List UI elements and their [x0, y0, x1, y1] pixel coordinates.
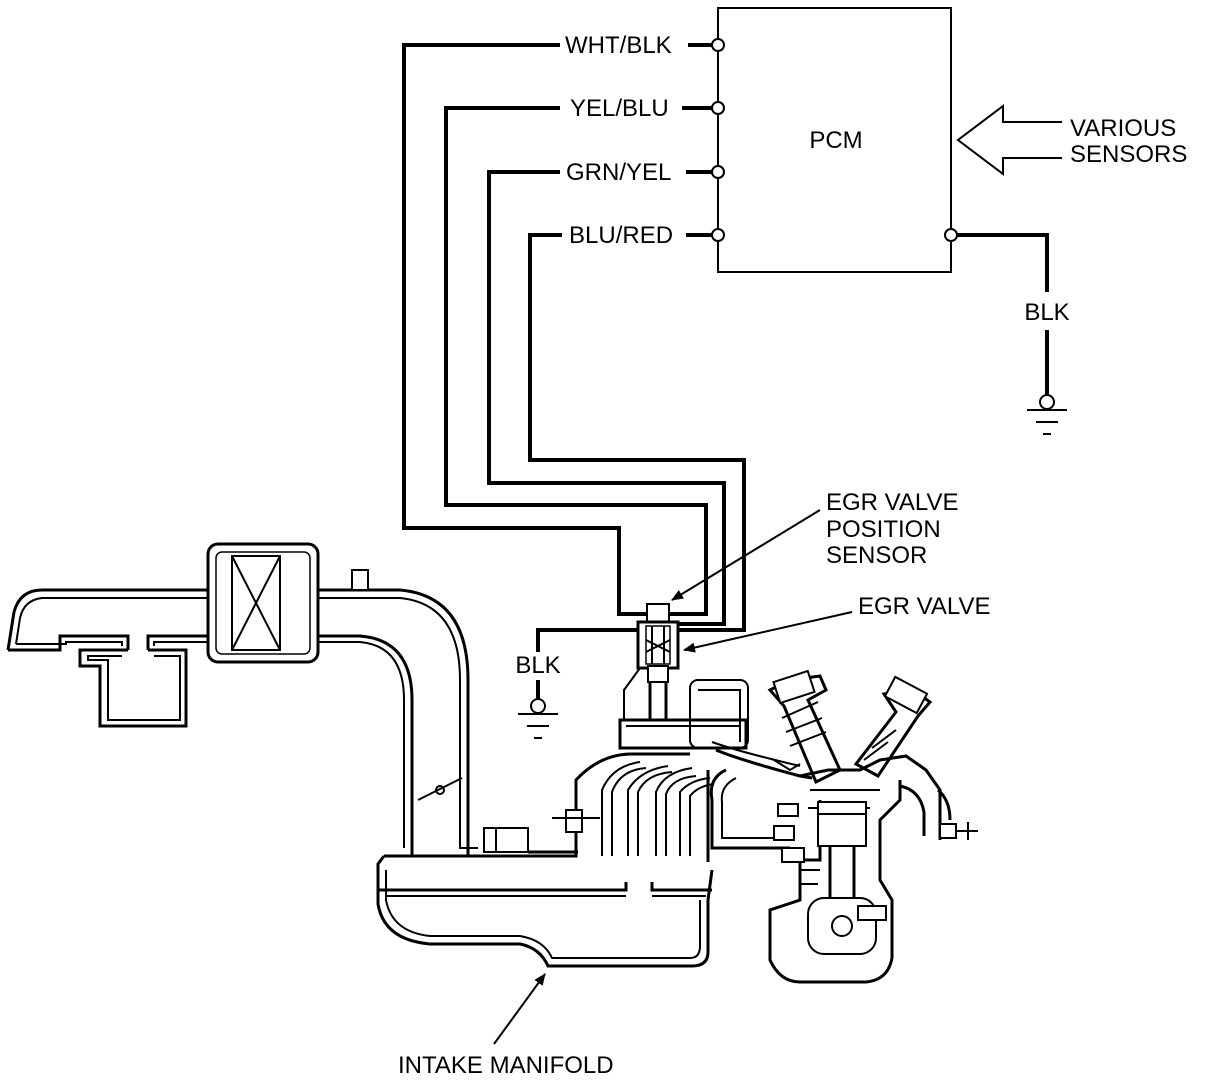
- pcm-pin-ground: [944, 228, 958, 242]
- intake-manifold-leader: [493, 973, 546, 1045]
- intake-manifold-label: INTAKE MANIFOLD: [398, 1052, 614, 1079]
- wire-yel-blu: [444, 106, 708, 616]
- wire-label-blk-valve: BLK: [515, 652, 560, 679]
- egr-valve: [623, 603, 680, 720]
- wire-wht-blk: [402, 43, 648, 616]
- egr-sensor-label-1: EGR VALVE: [826, 489, 959, 516]
- wire-label-yel-blu: YEL/BLU: [570, 95, 669, 122]
- pcm-label: PCM: [809, 127, 862, 154]
- wire-blk-valve: [536, 628, 640, 652]
- pcm-box: [717, 7, 952, 273]
- various-sensors-label-1: VARIOUS: [1070, 115, 1176, 142]
- various-sensors-arrow: [956, 103, 1062, 177]
- air-cleaner-assembly: [6, 542, 578, 858]
- pcm-pin-2: [711, 101, 725, 115]
- wire-label-grn-yel: GRN/YEL: [566, 159, 671, 186]
- ground-symbol-pcm: [1027, 394, 1067, 435]
- egr-sensor-label-2: POSITION: [826, 516, 941, 543]
- engine-block: [767, 669, 978, 984]
- egr-valve-label: EGR VALVE: [858, 593, 991, 620]
- wire-label-wht-blk: WHT/BLK: [565, 32, 672, 59]
- wire-grn-yel: [487, 170, 726, 626]
- pcm-pin-1: [711, 38, 725, 52]
- egr-valve-leader: [683, 611, 853, 653]
- wire-label-blk-pcm: BLK: [1024, 299, 1069, 326]
- egr-sensor-label-3: SENSOR: [826, 542, 927, 569]
- ground-symbol-valve: [518, 698, 558, 739]
- pcm-pin-4: [711, 228, 725, 242]
- wire-blu-red: [528, 233, 746, 632]
- egr-sensor-leader: [671, 509, 821, 601]
- pcm-pin-3: [711, 165, 725, 179]
- various-sensors-label-2: SENSORS: [1070, 141, 1187, 168]
- wire-label-blu-red: BLU/RED: [569, 222, 673, 249]
- intake-manifold: [376, 679, 813, 968]
- wire-blk-pcm: [957, 233, 1049, 292]
